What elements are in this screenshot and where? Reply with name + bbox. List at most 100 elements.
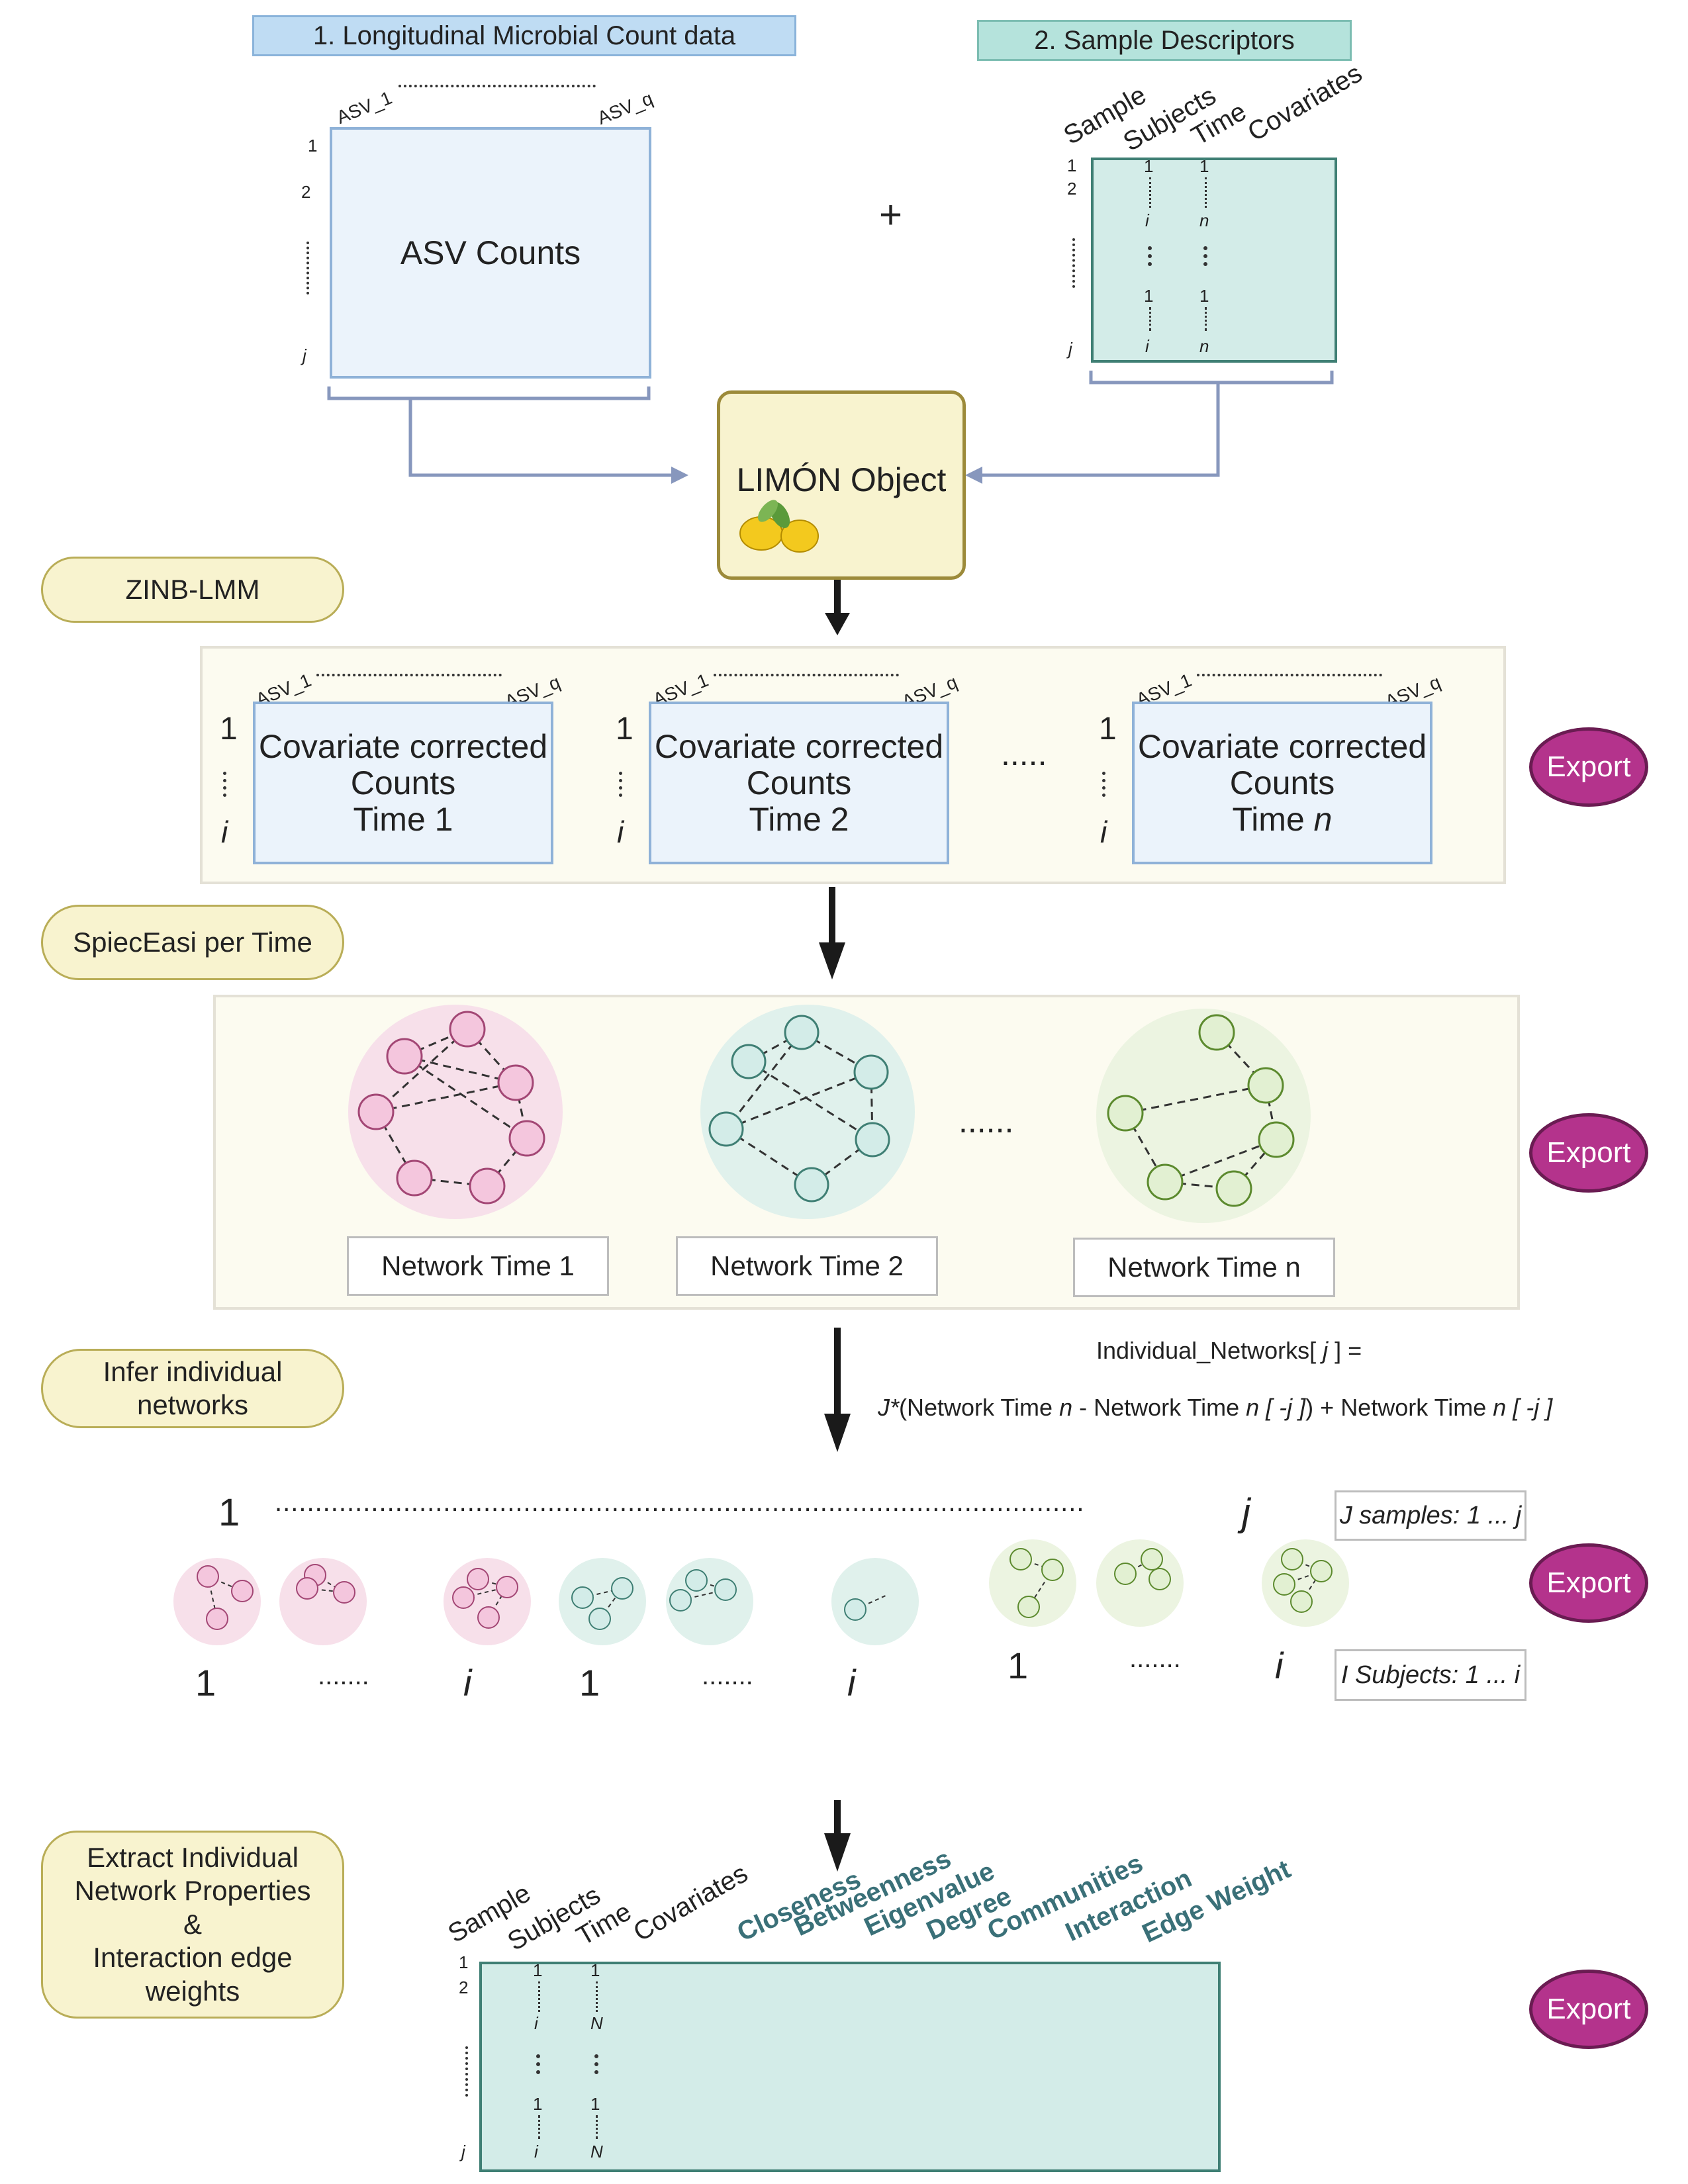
individual-last: j [1242, 1491, 1250, 1534]
desc-row-1: 1 [1067, 156, 1077, 175]
network-2-node [855, 1122, 890, 1158]
prop-cell-subject-mid-dots [536, 2054, 540, 2074]
header-descriptors: 2. Sample Descriptors [977, 20, 1352, 61]
cc1-line2: Counts [350, 764, 456, 801]
network-n-node [1198, 1014, 1235, 1051]
export-button-corrected-counts[interactable]: Export [1529, 727, 1648, 807]
desc-cell-subject-1b: 1 [1144, 286, 1154, 306]
arrow-3-shaft [834, 1328, 841, 1420]
formula-2-p9: [ -j ] [1506, 1394, 1553, 1421]
arrow-2-head [819, 942, 845, 979]
prop-row-1: 1 [459, 1952, 469, 1972]
header-descriptors-text: 2. Sample Descriptors [1034, 25, 1295, 55]
corrected-counts-time-n: Covariate corrected Counts Time n [1132, 702, 1432, 864]
extract-line-2: Network Properties [74, 1875, 311, 1907]
network-label-time-2-text: Network Time 2 [710, 1250, 904, 1281]
prop-cell-time-Nb: N [590, 2142, 603, 2161]
extract-line-3: & [183, 1908, 202, 1940]
formula-1c: ] = [1328, 1337, 1362, 1364]
green-subject-first: 1 [1008, 1645, 1029, 1686]
network-2-node [853, 1054, 889, 1090]
cc1-text: Covariate corrected Counts Time 1 [259, 728, 547, 838]
cc1-line3-text: Time 1 [353, 800, 453, 838]
export-label-2: Export [1546, 1136, 1631, 1169]
formula-2-p4: - Network Time [1072, 1394, 1246, 1421]
pink-subject-last: i [463, 1662, 472, 1704]
export-label-1: Export [1546, 751, 1631, 783]
desc-cell-subject-ib: i [1145, 336, 1149, 356]
cc2-dots [714, 674, 899, 676]
plus-sign: + [879, 193, 903, 237]
teal-subject-dots: ....... [702, 1661, 753, 1690]
cc3-line2: Counts [1229, 764, 1335, 801]
desc-cell-time-1: 1 [1199, 156, 1209, 176]
count-row-j: j [303, 345, 306, 365]
export-button-networks[interactable]: Export [1529, 1113, 1648, 1193]
formula-1a: Individual_Networks[ [1096, 1337, 1323, 1364]
network-1-node [449, 1011, 486, 1048]
step-infer-networks: Infer individual networks [41, 1349, 344, 1428]
network-1-node [508, 1120, 545, 1157]
count-row-2: 2 [301, 182, 311, 202]
cc1-row-i: i [221, 815, 228, 849]
network-n-node [1258, 1121, 1295, 1158]
formula-2-p8: n [1493, 1394, 1507, 1421]
step-zinb-lmm-text: ZINB-LMM [125, 573, 260, 605]
pink-subject-first: 1 [195, 1662, 216, 1704]
desc-row-dots [1072, 238, 1075, 288]
cc1-dots [316, 674, 502, 676]
formula-1b: j [1323, 1337, 1329, 1364]
samples-info-box: J samples: 1 ... j [1335, 1490, 1526, 1541]
prop-cell-time-1: 1 [590, 1960, 600, 1980]
network-n-node [1107, 1095, 1144, 1132]
sample-descriptor-matrix [1091, 158, 1337, 363]
descriptors-connector [980, 383, 1220, 477]
prop-cell-time-dots-b [596, 2115, 598, 2139]
desc-row-2: 2 [1067, 179, 1077, 199]
cc3-line3-n: n [1313, 800, 1333, 838]
network-label-time-1: Network Time 1 [347, 1236, 609, 1296]
cc3-line3-text: Time [1232, 800, 1314, 838]
step-spieceasi: SpiecEasi per Time [41, 905, 344, 980]
prop-cell-subject-1: 1 [533, 1960, 543, 1980]
prop-cell-time-dots [596, 1981, 598, 2012]
corrected-counts-time-2: Covariate corrected Counts Time 2 [649, 702, 949, 864]
export-button-properties[interactable]: Export [1529, 1970, 1648, 2049]
extract-line-4: Interaction edge [93, 1942, 293, 1974]
cc3-dots [1197, 674, 1382, 676]
individual-first: 1 [218, 1491, 240, 1534]
prop-row-j: j [461, 2142, 465, 2161]
network-n-node [1147, 1163, 1184, 1201]
network-1-node [396, 1160, 433, 1197]
export-label-3: Export [1546, 1567, 1631, 1599]
export-button-individual-networks[interactable]: Export [1529, 1543, 1648, 1623]
indiv-teal-3-bg [831, 1558, 919, 1645]
samples-info-text: J samples: 1 ... j [1339, 1501, 1522, 1529]
lemon-icon [739, 500, 819, 553]
formula-line-2: J*(Network Time n - Network Time n [ -j … [878, 1394, 1552, 1422]
cc2-row-1: 1 [616, 711, 633, 747]
network-label-time-1-text: Network Time 1 [381, 1250, 575, 1281]
header-counts: 1. Longitudinal Microbial Count data [252, 15, 796, 56]
extract-line-1: Extract Individual [87, 1842, 299, 1874]
networks-between-dots: ...... [959, 1103, 1014, 1140]
network-1-node [469, 1167, 506, 1205]
descriptors-arrowhead [965, 467, 982, 484]
count-row-1: 1 [308, 136, 318, 156]
desc-cell-time-dots-b [1205, 307, 1207, 331]
prop-cell-subject-i: i [534, 2013, 538, 2033]
network-n-background [1096, 1009, 1311, 1223]
individual-long-dots: ........................................… [275, 1488, 1085, 1517]
arrow-4-head [824, 1833, 851, 1872]
cc1-line3: Time 1 [259, 801, 547, 838]
cc3-line1: Covariate corrected [1137, 727, 1427, 765]
step-infer-networks-text: Infer individual networks [103, 1355, 283, 1420]
extract-line-5: weights [145, 1975, 240, 2007]
formula-2-p3: n [1059, 1394, 1073, 1421]
indiv-teal-1-bg [559, 1558, 646, 1645]
corrected-counts-time-1: Covariate corrected Counts Time 1 [253, 702, 553, 864]
counts-connector [408, 398, 682, 477]
counts-arrowhead [671, 467, 688, 484]
network-2-node [708, 1111, 744, 1147]
